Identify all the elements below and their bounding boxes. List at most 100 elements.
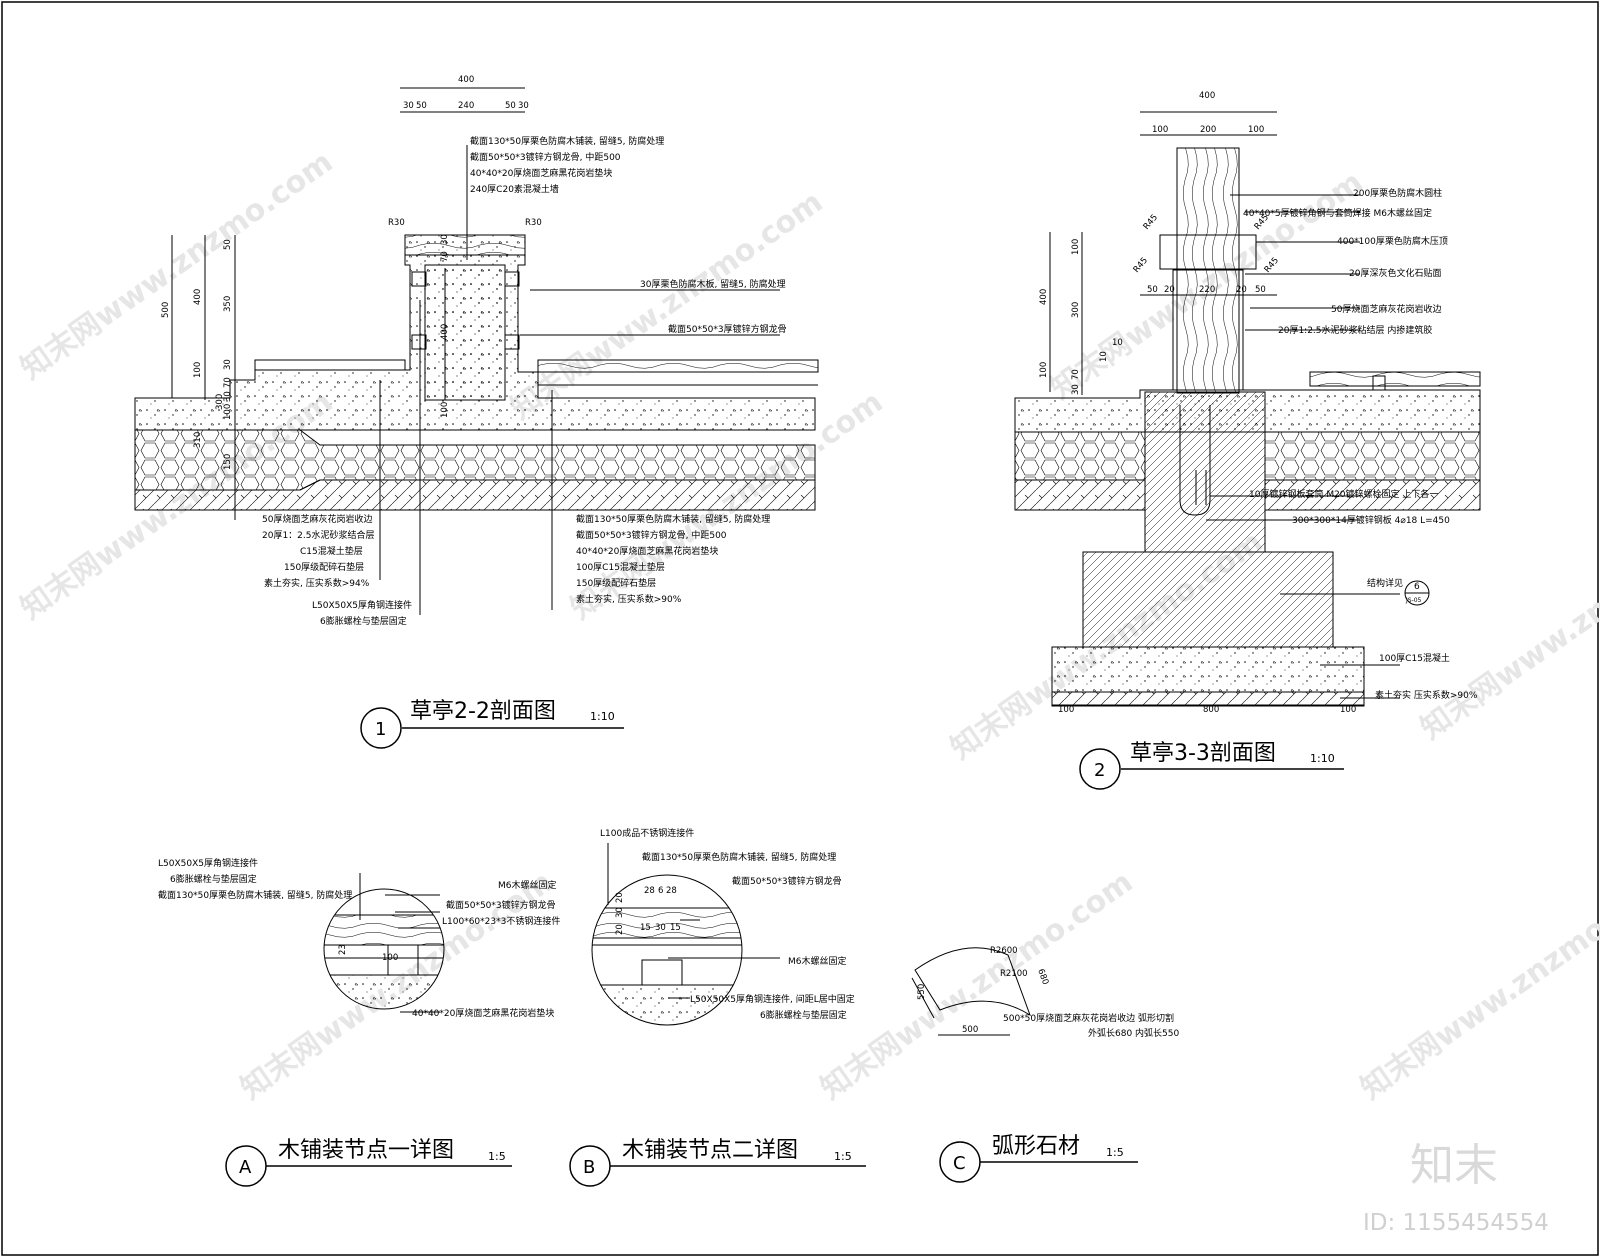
steel-joist — [411, 334, 427, 350]
note: 外弧长680 内弧长550 — [1088, 1027, 1179, 1039]
detail-c-labels: R2600 R2100 680 550 500 500*50厚烧面芝麻灰花岗岩收… — [917, 946, 1179, 1183]
note: 素土夯实 压实系数>90% — [1375, 689, 1478, 701]
detail-a-labels: L50X50X5厚角钢连接件 6膨胀螺栓与垫层固定 截面130*50厚栗色防腐木… — [158, 857, 560, 1187]
concrete-wall — [424, 264, 506, 401]
dim-label: 400 — [1199, 91, 1215, 101]
dim-label: 70 — [1071, 369, 1081, 380]
dim-label: 100 — [382, 953, 398, 963]
note: 240厚C20素混凝土墙 — [470, 183, 559, 195]
note: 6膨胀螺栓与垫层固定 — [320, 615, 407, 627]
steel-joist — [1372, 375, 1386, 391]
wood-cap — [404, 234, 526, 256]
note: 截面50*50*3厚镀锌方钢龙骨 — [668, 323, 787, 335]
dim-label: 100 — [1248, 125, 1264, 135]
note: 30厚栗色防腐木板, 留缝5, 防腐处理 — [640, 278, 786, 290]
watermark-text: 知末网www.znzmo.com — [505, 185, 830, 427]
dim-label: 20 — [615, 892, 625, 903]
dim-label: 350 — [223, 296, 233, 312]
note: L50X50X5厚角钢连接件, 间距L居中固定 — [690, 993, 855, 1005]
drawing-scale: 1:5 — [834, 1150, 852, 1163]
dim-label: 550 — [917, 984, 927, 1000]
anchor-bolt — [1179, 405, 1211, 516]
section-2-2-labels: 400 30 50 240 50 30 R30 R30 500 400 350 … — [161, 75, 787, 749]
title-number: B — [583, 1157, 595, 1178]
dim-label: 30 — [223, 391, 233, 402]
note: L100*60*23*3不锈钢连接件 — [442, 915, 560, 927]
concrete-base — [592, 984, 742, 1025]
watermark-text: 知末网www.znzmo.com — [815, 865, 1140, 1107]
image-id: ID: 1155454554 — [1363, 1210, 1549, 1236]
dim-label: 30 — [615, 907, 625, 918]
note: 20厚1:2.5水泥砂浆粘结层 内掺建筑胶 — [1278, 324, 1432, 336]
dim-label: 23 — [338, 944, 348, 955]
gravel-layer — [1014, 431, 1146, 481]
stainless-bracket — [387, 944, 419, 976]
dim-label: 50 — [1255, 285, 1266, 295]
dim-label: 800 — [1203, 705, 1219, 715]
note: 50厚烧面芝麻灰花岗岩收边 — [262, 513, 372, 525]
drawing-scale: 1:10 — [1310, 752, 1335, 765]
note: C15混凝土垫层 — [300, 545, 363, 557]
dim-label: 300 — [215, 394, 225, 410]
note: 10厚镀锌钢板套筒 M20镀锌螺栓固定 上下各一 — [1249, 488, 1438, 500]
drawing-title: 木铺装节点一详图 — [278, 1138, 454, 1163]
note: M6木螺丝固定 — [498, 879, 557, 891]
dim-label: 240 — [458, 101, 474, 111]
dim-label: 400 — [1039, 289, 1049, 305]
compacted-soil — [1051, 691, 1365, 707]
dim-label: 100 — [1058, 705, 1074, 715]
steel-joist — [504, 271, 520, 287]
dim-label: 30 — [1071, 384, 1081, 395]
soil-layer — [134, 479, 816, 511]
watermark-text: 知末网www.znzmo.com — [15, 145, 340, 387]
arc-label: R2100 — [1000, 969, 1028, 979]
note: 截面130*50厚栗色防腐木铺装, 留缝5, 防腐处理 — [576, 513, 770, 525]
radius-label: R45 — [1142, 213, 1160, 232]
note: 6膨胀螺栓与垫层固定 — [760, 1009, 847, 1021]
reference-sheet: JS-05 — [1405, 597, 1422, 604]
drawing-scale: 1:5 — [488, 1150, 506, 1163]
title-bubble — [360, 707, 402, 749]
steel-joist — [504, 334, 520, 350]
note: 素土夯实, 压实系数>90% — [576, 593, 682, 605]
dim-label: 100 — [223, 404, 233, 420]
note: L50X50X5厚角钢连接件 — [312, 599, 412, 611]
arc-label: R2600 — [990, 946, 1018, 956]
note: 150厚级配碎石垫层 — [576, 577, 656, 589]
note: 150厚级配碎石垫层 — [284, 561, 364, 573]
gravel-layer — [1264, 431, 1481, 481]
anchor-bolt — [1195, 470, 1207, 505]
dim-label: 30 — [518, 101, 529, 111]
dim-label: 150 — [223, 454, 233, 470]
dim-label: 500 — [161, 302, 171, 318]
dim-label: 220 — [1199, 285, 1215, 295]
wood-board — [324, 914, 444, 946]
dim-label: 20 — [1236, 285, 1247, 295]
dim-label: 100 — [440, 402, 450, 418]
drawing-title: 弧形石材 — [992, 1134, 1080, 1159]
note: 截面50*50*3镀锌方钢龙骨 — [446, 899, 556, 911]
note: 素土夯实, 压实系数>94% — [264, 577, 370, 589]
section-2-2 — [134, 87, 819, 615]
dim-label: 70 — [440, 251, 450, 262]
drawing-title: 草亭2-2剖面图 — [410, 699, 556, 724]
watermark-text: 知末网www.znzmo.com — [1415, 505, 1600, 747]
title-number: C — [953, 1153, 966, 1174]
dim-label: 50 — [416, 101, 427, 111]
watermark-text: 知末网www.znzmo.com — [1355, 865, 1600, 1107]
dim-label: 10 — [1112, 338, 1123, 348]
angle-bracket — [641, 959, 683, 986]
note: 100厚C15混凝土 — [1379, 652, 1450, 664]
dim-label: 28 — [644, 886, 655, 896]
note: M6木螺丝固定 — [788, 955, 847, 967]
concrete-footing — [1082, 551, 1334, 648]
drawing-title: 草亭3-3剖面图 — [1130, 741, 1276, 766]
note: 截面50*50*3镀锌方钢龙骨, 中距500 — [576, 529, 727, 541]
title-number: 1 — [375, 719, 386, 740]
arc-stone-outline — [914, 947, 1031, 1017]
stone-cladding — [1172, 269, 1244, 391]
wood-deck — [537, 359, 819, 373]
note: 50厚烧面芝麻灰花岗岩收边 — [1331, 303, 1441, 315]
